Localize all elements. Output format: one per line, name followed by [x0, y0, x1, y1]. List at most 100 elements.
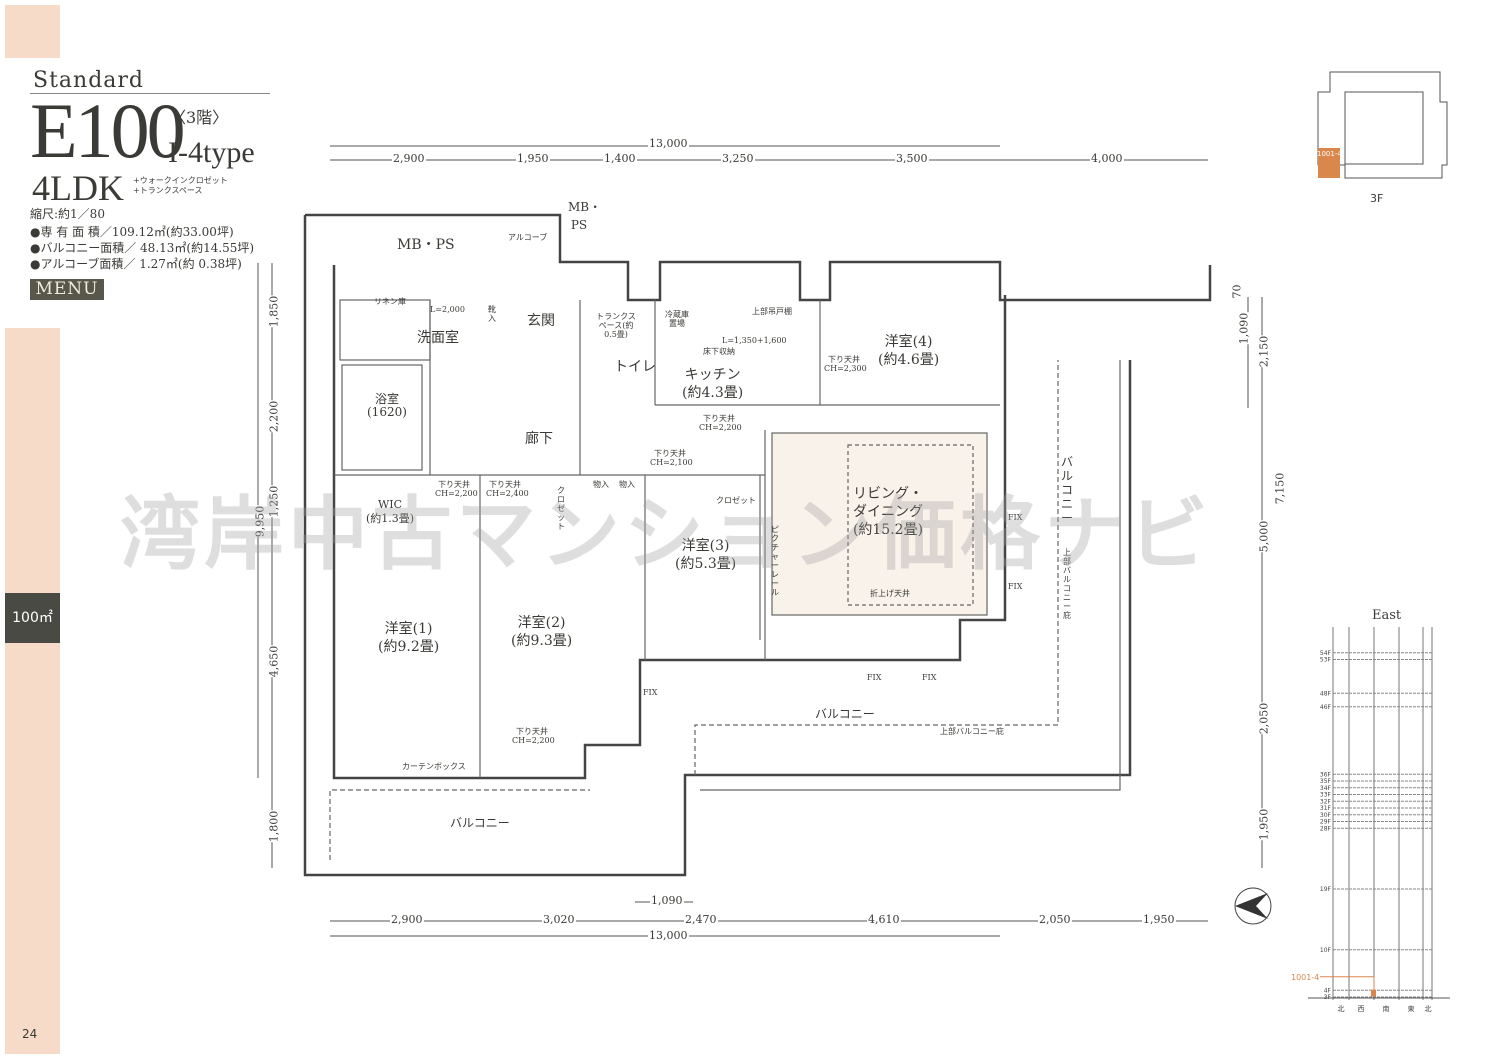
- room-kitchen: キッチン (約4.3畳): [682, 366, 743, 402]
- room4-size: (約4.6畳): [878, 352, 940, 368]
- dim-right: 2,050: [1257, 702, 1271, 735]
- balcony-north: バルコニー: [1060, 455, 1073, 525]
- room-toilet: トイレ: [614, 359, 656, 375]
- fix-window: FIX: [1008, 513, 1023, 522]
- dim-left: 4,650: [267, 645, 281, 678]
- floor-label: 〈3階〉: [170, 108, 229, 127]
- extra-trunk: +トランクスペース: [133, 186, 203, 195]
- key-plan: [1317, 71, 1448, 179]
- dim-right: 7,150: [1273, 472, 1287, 505]
- alcove-label: アルコーブ: [508, 233, 548, 242]
- dim-top: 3,500: [895, 152, 929, 165]
- alcove-area: ●アルコーブ面積／ 1.27㎡(約 0.38坪): [30, 257, 242, 271]
- layout-extras: +ウォークインクロゼット+トランクスペース: [133, 176, 228, 196]
- floor-label: 31F: [1320, 805, 1332, 812]
- ceiling-note: 下り天井 CH=2,300: [824, 355, 867, 373]
- kitchen-counter: L=1,350+1,600: [722, 336, 787, 345]
- dim-top-total: 13,000: [648, 137, 689, 150]
- room3-size: (約5.3畳): [675, 556, 737, 572]
- dim-bottom: 2,050: [1038, 913, 1072, 926]
- kitchen-size: (約4.3畳): [682, 385, 744, 401]
- room-wic: WIC(約1.3畳): [366, 498, 414, 526]
- dim-right: 5,000: [1257, 520, 1271, 553]
- fix-window: FIX: [867, 673, 882, 682]
- dim-top: 4,000: [1090, 152, 1124, 165]
- kitchen-name: キッチン: [684, 367, 741, 383]
- floor-label: 30F: [1320, 812, 1332, 819]
- dim-bottom-total: 13,000: [648, 929, 689, 942]
- floor-label: 35F: [1320, 778, 1332, 785]
- washstand-length: L=2,000: [430, 305, 465, 314]
- floor-label: 4F: [1324, 987, 1332, 994]
- bath-size: (1620): [367, 405, 407, 419]
- room-mbps-2: MB・PS: [568, 200, 602, 232]
- dim-top: 3,250: [721, 152, 755, 165]
- room2-size: (約9.3畳): [511, 633, 573, 649]
- floor-label: 3F: [1324, 994, 1332, 1001]
- upper-cabinet: 上部吊戸棚: [752, 307, 792, 316]
- series-label: Standard: [33, 68, 144, 93]
- balcony-east: バルコニー: [815, 707, 875, 721]
- room1-name: 洋室(1): [384, 621, 433, 637]
- private-area: ●専 有 面 積／109.12㎡(約33.00坪): [30, 225, 234, 239]
- room-hallway: 廊下: [525, 431, 553, 447]
- floor-label: 28F: [1320, 825, 1332, 832]
- floor-label: 10F: [1320, 947, 1332, 954]
- floor-label: 34F: [1320, 785, 1332, 792]
- direction-label: 南: [1383, 1004, 1390, 1013]
- ceiling-note: 下り天井 CH=2,200: [435, 480, 478, 498]
- room-bath: 浴室(1620): [367, 393, 407, 419]
- page-number: 24: [22, 1027, 38, 1041]
- dim-bottom: 2,470: [684, 913, 718, 926]
- curtain-box: カーテンボックス: [402, 762, 466, 771]
- dim-right: 2,150: [1257, 335, 1271, 368]
- ceiling-note: 下り天井 CH=2,200: [699, 414, 742, 432]
- ceiling-note: 下り天井 CH=2,100: [650, 449, 693, 467]
- divider: [30, 93, 270, 94]
- layout-label: 4LDK: [32, 168, 124, 208]
- floor-label: 19F: [1320, 886, 1332, 893]
- dim-left: 1,800: [267, 810, 281, 843]
- dim-top: 1,950: [516, 152, 550, 165]
- extra-wic: +ウォークインクロゼット: [133, 176, 228, 185]
- dim-bottom: 2,900: [390, 913, 424, 926]
- dim-top: 2,900: [392, 152, 426, 165]
- fix-window: FIX: [643, 688, 658, 697]
- upper-eave: 上部バルコニー庇: [940, 727, 1004, 736]
- scale: 縮尺:約1／80: [30, 207, 105, 221]
- dim-bottom: 3,020: [542, 913, 576, 926]
- floor-label: 48F: [1320, 690, 1332, 697]
- elevation-title: East: [1372, 608, 1402, 623]
- floor-storage: 床下収納: [703, 347, 735, 356]
- dim-left: 2,200: [267, 400, 281, 433]
- type-label: I-4type: [168, 136, 255, 169]
- room-2: 洋室(2)(約9.3畳): [511, 614, 572, 650]
- floor-label: 53F: [1320, 657, 1332, 664]
- room1-size: (約9.2畳): [378, 639, 440, 655]
- key-plan-floor: 3F: [1370, 192, 1384, 205]
- room-4: 洋室(4)(約4.6畳): [878, 333, 939, 369]
- side-tab-top: [5, 5, 60, 58]
- balcony-south: バルコニー: [450, 816, 510, 830]
- area-tab[interactable]: 100㎡: [5, 593, 60, 643]
- balcony-area: ●バルコニー面積／ 48.13㎡(約14.55坪): [30, 241, 255, 255]
- floor-label: 36F: [1320, 771, 1332, 778]
- floor-label: 54F: [1320, 650, 1332, 657]
- menu-button[interactable]: MENU: [30, 279, 104, 300]
- direction-label: 東: [1408, 1004, 1415, 1013]
- dim-right: 1,950: [1257, 808, 1271, 841]
- key-plan-unit: 1001-4: [1317, 150, 1342, 158]
- dim-bottom-sub: 1,090: [650, 894, 684, 907]
- linen-label: リネン庫: [374, 297, 406, 306]
- room-washroom: 洗面室: [417, 330, 459, 346]
- bath-name: 浴室: [374, 392, 399, 406]
- room-entrance: 玄関: [527, 313, 555, 329]
- floor-label: 33F: [1320, 792, 1332, 799]
- room-3: 洋室(3) (約5.3畳): [675, 537, 736, 573]
- direction-label: 西: [1358, 1005, 1365, 1013]
- room3-name: 洋室(3): [681, 538, 730, 554]
- room-mbps: MB・PS: [397, 237, 455, 253]
- shoebox-label: 靴入: [488, 305, 496, 323]
